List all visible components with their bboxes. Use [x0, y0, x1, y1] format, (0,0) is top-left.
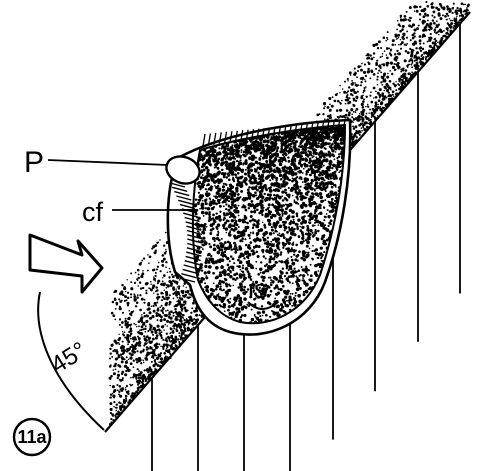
- angle-tick: [124, 322, 132, 327]
- label-is: is: [248, 274, 268, 304]
- figure-id-label: 11a: [17, 427, 47, 447]
- ciliated-fringe: [169, 119, 346, 283]
- label-p: P: [24, 146, 44, 179]
- angle-label: 45°: [46, 337, 91, 379]
- angle-arc: [37, 291, 105, 431]
- figure-id-badge: [12, 417, 52, 457]
- p-leader-line: [47, 159, 169, 166]
- is-arc: [247, 301, 279, 310]
- organ-inner-cavity: [191, 123, 347, 325]
- label-cf: cf: [82, 197, 104, 227]
- direction-arrow-icon: [28, 233, 104, 294]
